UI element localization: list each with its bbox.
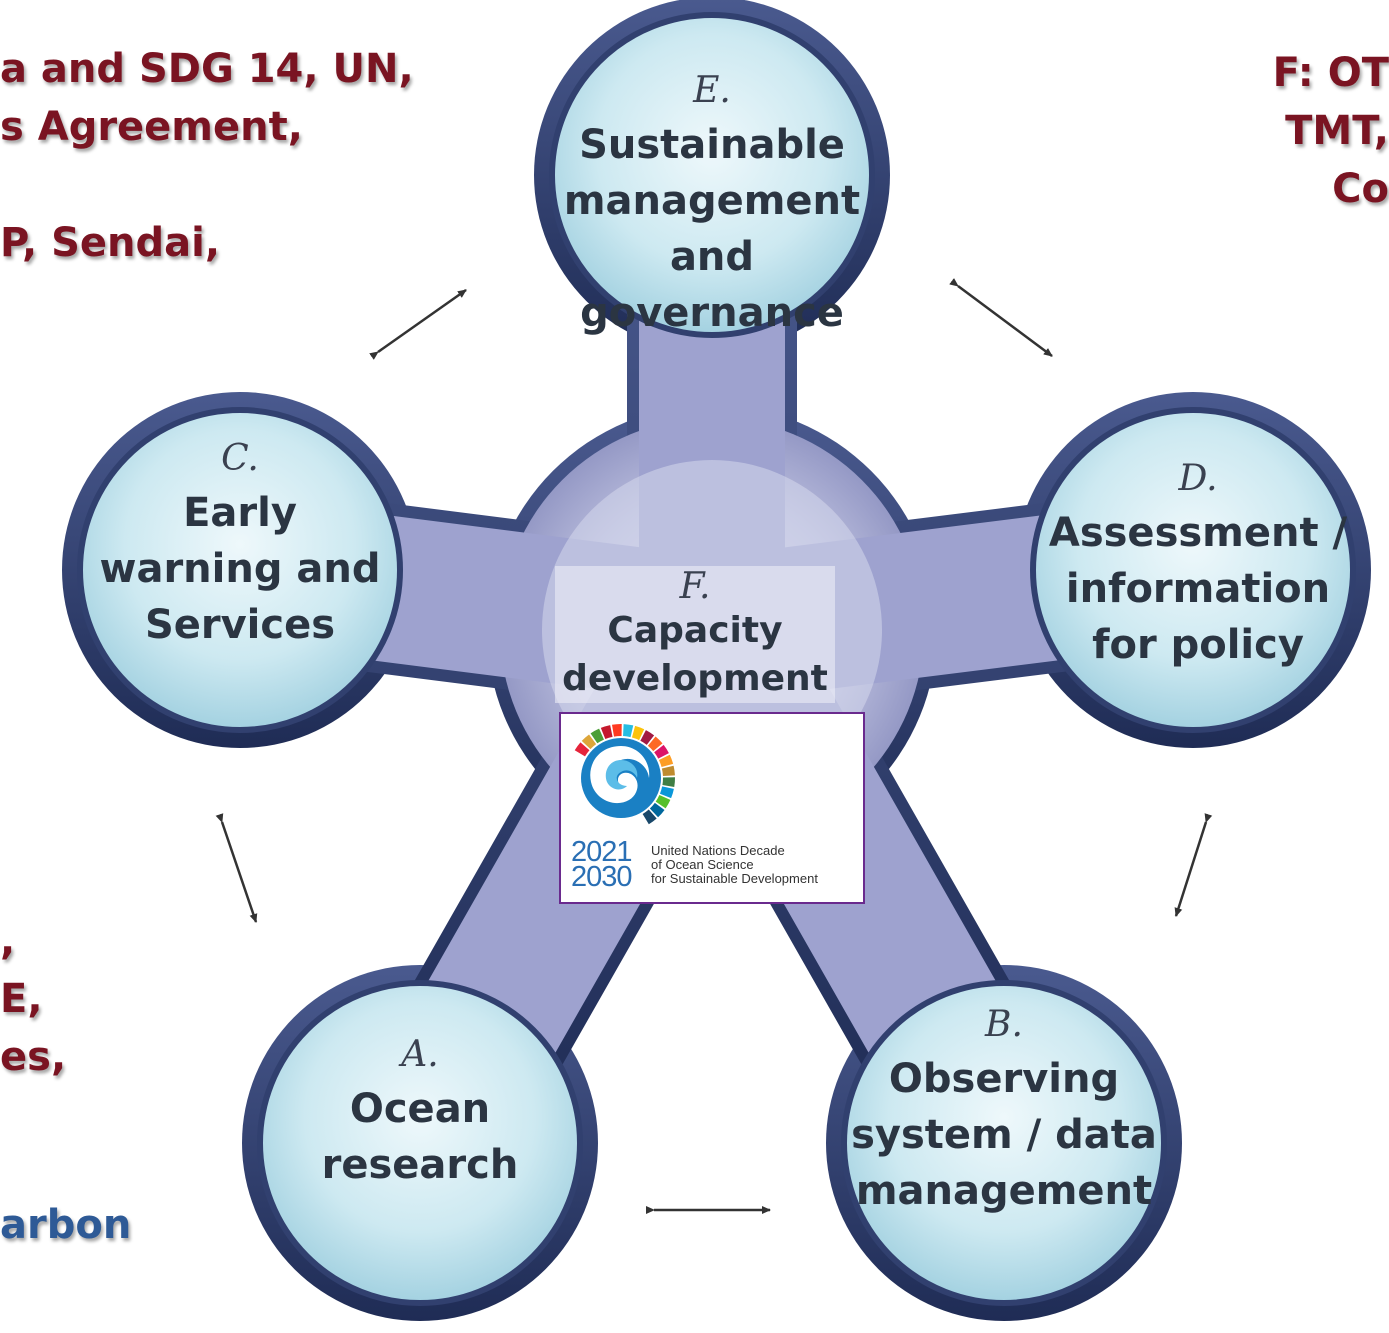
sdg-segment [631,725,645,741]
bottom-left-line-4 [0,1086,66,1144]
node-f-label: F. Capacity development [555,566,835,703]
sdg-segment [623,724,634,738]
top-right-line-1: F: OT [1272,50,1389,96]
top-right-text: F: OT TMT, Co [1273,44,1389,218]
node-f-line-2: development [562,658,828,699]
bottom-left-blue-text: arbon [0,1196,131,1254]
logo-year-start: 2021 [571,836,633,868]
node-c-label: C. Early warning and Services [80,438,400,653]
node-f-letter: F. [679,566,711,607]
arrow-c-a [215,813,258,923]
node-c-line-2: warning and [99,546,381,592]
node-disc-e [549,12,875,338]
node-d-line-3: for policy [1092,622,1304,668]
bottom-left-line-5: arbon [0,1202,132,1248]
top-left-line-1: a and SDG 14, UN, [0,46,414,92]
sdg-color-ring [574,724,675,825]
sdg-segment [658,754,674,768]
node-d-label: D. Assessment / information for policy [1043,458,1353,673]
arrow-c-e [369,288,467,360]
node-a-label: A. Ocean research [290,1034,550,1193]
sdg-segment [640,730,655,745]
sdg-segment [642,809,657,825]
bottom-left-line-1: , [0,918,16,964]
node-b-letter: B. [985,1004,1023,1045]
node-a-line-2: research [321,1142,519,1188]
node-e-label: E. Sustainable management and governance [562,70,862,341]
logo-years: 2021 2030 [571,836,633,893]
arrow-e-d [949,278,1053,358]
sdg-segment [581,734,597,750]
sdg-segment [655,795,671,809]
node-disc-a [257,980,583,1306]
node-d-line-2: information [1065,566,1331,612]
logo-caption: United Nations Decade of Ocean Science f… [651,844,818,886]
node-disc-d [1030,407,1356,733]
bottom-left-line-3: es, [0,1034,67,1080]
connector-arrows [215,278,1213,1214]
node-b-line-3: management [855,1168,1153,1214]
top-right-line-3: Co [1332,166,1389,212]
node-d-letter: D. [1178,458,1218,499]
sdg-segment [600,725,613,740]
node-c-line-1: Early [183,490,297,536]
node-b-line-1: Observing [888,1056,1120,1102]
bottom-left-line-2: E, [0,976,43,1022]
logo-caption-line-3: for Sustainable Development [651,871,818,886]
wave-emblem-icon [574,724,675,825]
sdg-segment [590,728,604,744]
node-a-line-1: Ocean [349,1086,491,1132]
bottom-left-text: , E, es, [0,912,66,1144]
node-c-line-3: Services [144,602,336,648]
node-b-line-2: system / data [851,1112,1157,1158]
logo-caption-line-2: of Ocean Science [651,857,754,872]
sdg-segment [647,736,663,752]
sdg-segment [612,724,622,737]
top-left-text: a and SDG 14, UN, s Agreement, P, Sendai… [0,40,414,272]
top-left-line-4: P, Sendai, [0,220,221,266]
logo-year-end: 2030 [571,861,633,893]
node-f-line-1: Capacity [607,610,783,651]
sdg-segment [649,802,665,818]
ocean-decade-logo: 2021 2030 United Nations Decade of Ocean… [559,712,865,904]
top-left-line-3 [0,156,414,214]
sdg-segment [659,786,674,799]
node-c-letter: C. [221,438,259,479]
top-right-line-2: TMT, [1285,108,1389,154]
sdg-segment [654,744,669,759]
logo-caption-line-1: United Nations Decade [651,843,785,858]
top-left-line-2: s Agreement, [0,104,303,150]
node-e-line-4: governance [580,290,844,336]
node-disc-c [77,407,403,733]
sdg-segment [662,777,675,787]
sdg-segment [661,765,675,776]
sdg-segment [574,742,590,757]
node-e-line-1: Sustainable [579,122,845,168]
node-b-label: B. Observing system / data management [844,1004,1164,1219]
node-e-letter: E. [693,70,731,111]
node-discs [77,12,1356,1306]
node-e-line-2: management [563,178,861,224]
node-disc-b [841,980,1167,1306]
node-d-line-1: Assessment / [1048,510,1348,556]
node-e-line-3: and [669,234,755,280]
node-a-letter: A. [401,1034,439,1075]
arrow-d-b [1174,813,1213,917]
